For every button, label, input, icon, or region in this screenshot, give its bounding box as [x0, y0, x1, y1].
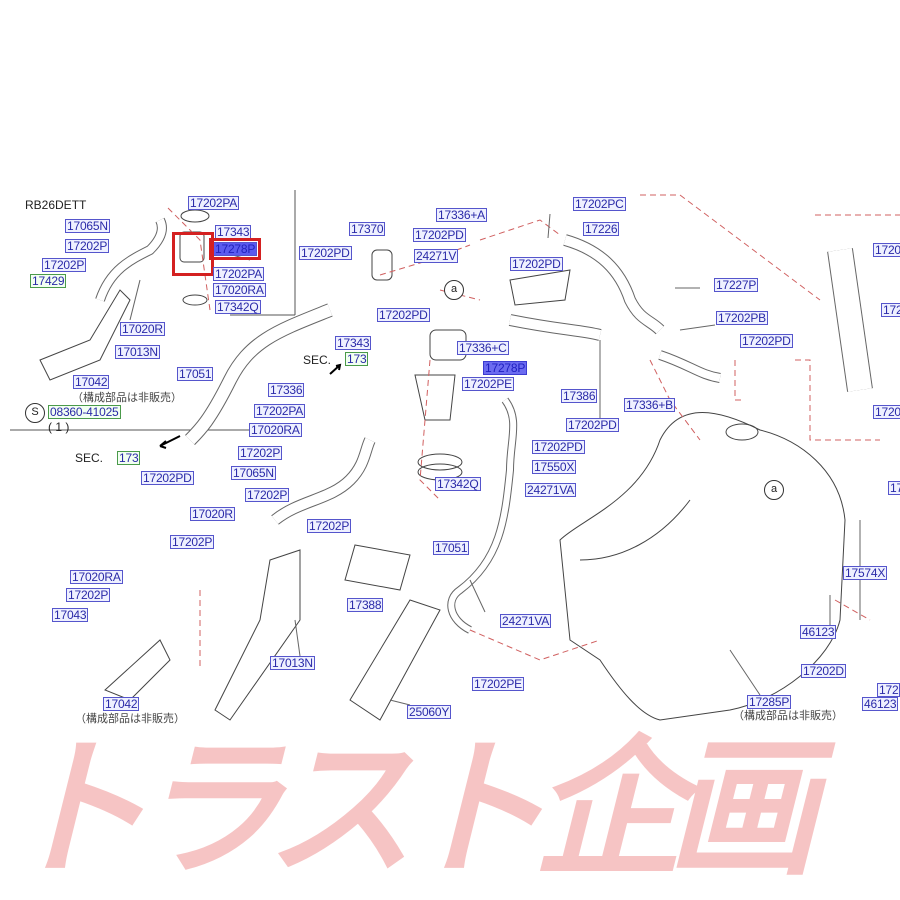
part-label[interactable]: 1720 [873, 405, 900, 419]
part-label[interactable]: 17202PB [716, 311, 768, 325]
sec-arrow-icon [159, 435, 181, 449]
part-label[interactable]: 17202P [170, 535, 215, 549]
part-label[interactable]: 17336+A [436, 208, 487, 222]
sec-ref-link[interactable]: 173 [345, 352, 369, 366]
selection-box [172, 232, 214, 276]
sec-ref-link[interactable]: 173 [117, 451, 141, 465]
part-label[interactable]: 17202PD [377, 308, 430, 322]
part-label[interactable]: 25060Y [407, 705, 452, 719]
watermark-text: トラスト企画 [0, 723, 817, 897]
sender-25060y [349, 599, 441, 721]
part-label[interactable]: 17202PD [510, 257, 563, 271]
plate-17388 [344, 544, 411, 591]
part-label[interactable]: 17020RA [249, 423, 302, 437]
not-sold-note: （構成部品は非販売） [72, 391, 182, 404]
part-label[interactable]: 17386 [561, 389, 598, 403]
part-label[interactable]: 17202PD [566, 418, 619, 432]
part-label[interactable]: 17051 [177, 367, 214, 381]
part-label[interactable]: 24271VA [525, 483, 577, 497]
part-label[interactable]: 17020R [190, 507, 235, 521]
part-label[interactable]: 17042 [103, 697, 140, 711]
engine-label: RB26DETT [25, 198, 87, 212]
part-label[interactable]: 17202P [65, 239, 110, 253]
sec-label: SEC. [75, 451, 104, 465]
part-label[interactable]: 17202PC [573, 197, 626, 211]
part-label[interactable]: 17550X [532, 460, 577, 474]
fuel-tank [559, 412, 846, 721]
part-label[interactable]: 17202PD [413, 228, 466, 242]
part-label[interactable]: 17202P [42, 258, 87, 272]
part-label[interactable]: 172 [877, 683, 900, 697]
part-label[interactable]: 24271VA [500, 614, 552, 628]
part-label[interactable]: 17065N [231, 466, 276, 480]
part-label[interactable]: 17202P [238, 446, 283, 460]
part-label[interactable]: 17 [888, 481, 900, 495]
part-label[interactable]: 17343 [335, 336, 372, 350]
part-label[interactable]: 17202P [66, 588, 111, 602]
screw-qty: ( 1 ) [48, 420, 70, 434]
part-label[interactable]: 17226 [583, 222, 620, 236]
not-sold-note: （構成部品は非販売） [733, 709, 843, 722]
sec-arrow-icon [329, 363, 342, 375]
part-label[interactable]: 17336 [268, 383, 305, 397]
part-label[interactable]: 17051 [433, 541, 470, 555]
sec-label: SEC. [303, 353, 332, 367]
part-label[interactable]: 17202P [245, 488, 290, 502]
part-label[interactable]: 24271V [414, 249, 459, 263]
filter-17370 [371, 249, 393, 281]
part-label[interactable]: 17227P [714, 278, 759, 292]
part-label[interactable]: 17285P [747, 695, 792, 709]
part-label[interactable]: 17370 [349, 222, 386, 236]
part-label[interactable]: 17020RA [213, 283, 266, 297]
part-label[interactable]: 08360-41025 [48, 405, 121, 419]
part-label[interactable]: 17202PA [213, 267, 265, 281]
part-label[interactable]: 46123 [862, 697, 899, 711]
part-label[interactable]: 1720 [873, 243, 900, 257]
not-sold-note: （構成部品は非販売） [75, 712, 185, 725]
part-label[interactable]: 17202PD [299, 246, 352, 260]
sender-17013n [214, 549, 301, 721]
part-label[interactable]: 17342Q [215, 300, 261, 314]
part-label[interactable]: 17202PD [740, 334, 793, 348]
part-label[interactable]: 17342Q [435, 477, 481, 491]
part-label[interactable]: 17043 [52, 608, 89, 622]
part-label[interactable]: 17574X [843, 566, 888, 580]
part-label[interactable]: 17429 [30, 274, 67, 288]
part-label[interactable]: 17336+B [624, 398, 675, 412]
part-label[interactable]: 172 [881, 303, 900, 317]
part-label[interactable]: 17065N [65, 219, 110, 233]
part-label[interactable]: 17042 [73, 375, 110, 389]
part-label[interactable]: 17013N [115, 345, 160, 359]
watermark: トラスト企画 [0, 735, 900, 885]
part-label[interactable]: 17202PE [462, 377, 514, 391]
part-label[interactable]: 17202P [307, 519, 352, 533]
part-label[interactable]: 17013N [270, 656, 315, 670]
selected-part-label[interactable]: 17278P [483, 361, 528, 375]
part-label[interactable]: 17336+C [457, 341, 509, 355]
section-marker-a: a [764, 480, 784, 500]
part-label[interactable]: 17202PA [254, 404, 306, 418]
part-label[interactable]: 17020RA [70, 570, 123, 584]
selected-part-label[interactable]: 17278P [208, 238, 262, 260]
screw-symbol: S [25, 403, 45, 423]
part-label[interactable]: 17202PD [532, 440, 585, 454]
part-label[interactable]: 17202PA [188, 196, 240, 210]
part-label[interactable]: 46123 [800, 625, 837, 639]
part-label[interactable]: 17388 [347, 598, 384, 612]
part-label[interactable]: 17202D [801, 664, 846, 678]
part-label[interactable]: 17202PE [472, 677, 524, 691]
pump-17278p [414, 374, 456, 421]
section-marker-a: a [444, 280, 464, 300]
part-label[interactable]: 17020R [120, 322, 165, 336]
part-label[interactable]: 17343 [215, 225, 252, 239]
part-label[interactable]: 17202PD [141, 471, 194, 485]
